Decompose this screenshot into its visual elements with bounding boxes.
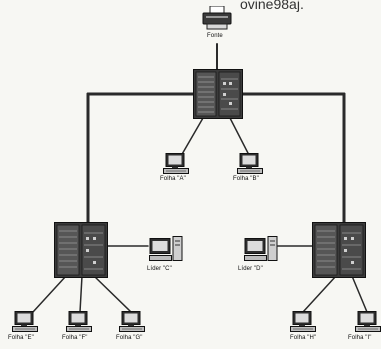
- leader-c-computer: [149, 236, 183, 262]
- rack-server-icon: [54, 222, 108, 278]
- leaf-b-computer: [237, 153, 263, 175]
- link-right-leaf-i: [352, 276, 367, 312]
- leaf-i-computer: [355, 311, 381, 333]
- leader-d-computer: [244, 236, 278, 262]
- computer-icon: [355, 311, 381, 333]
- source-node: [201, 6, 233, 30]
- leaf-g-computer: [119, 311, 145, 333]
- computer-icon: [290, 311, 316, 333]
- computer-tower-icon: [244, 236, 278, 262]
- hub-left: [54, 222, 108, 278]
- leader-d-label: Líder "D": [238, 266, 263, 273]
- printer-source-icon: [201, 6, 233, 30]
- link-left-leaf-e: [33, 276, 66, 312]
- link-left-leaf-f: [80, 276, 82, 312]
- hub-top: [193, 69, 243, 119]
- leaf-h-label: Folha "H": [290, 335, 316, 342]
- leaf-b-label: Folha "B": [233, 176, 259, 183]
- computer-icon: [237, 153, 263, 175]
- leaf-h-computer: [290, 311, 316, 333]
- leaf-a-computer: [163, 153, 189, 175]
- link-hub-leaf-b: [230, 118, 250, 157]
- leaf-e-computer: [12, 311, 38, 333]
- link-right-leaf-h: [303, 276, 336, 312]
- computer-icon: [66, 311, 92, 333]
- rack-server-icon: [193, 69, 243, 119]
- leaf-i-label: Folha "I": [348, 335, 372, 342]
- computer-tower-icon: [149, 236, 183, 262]
- leaf-f-label: Folha "F": [62, 335, 88, 342]
- leaf-g-label: Folha "G": [116, 335, 143, 342]
- hub-right: [312, 222, 366, 278]
- leaf-e-label: Folha "E": [8, 335, 34, 342]
- leader-c-label: Líder "C": [147, 266, 172, 273]
- leaf-a-label: Folha "A": [160, 176, 186, 183]
- source-label: Fonte: [207, 33, 223, 40]
- link-hub-leaf-a: [181, 118, 203, 156]
- computer-icon: [119, 311, 145, 333]
- computer-icon: [163, 153, 189, 175]
- link-left-leaf-g: [94, 276, 131, 312]
- computer-icon: [12, 311, 38, 333]
- rack-server-icon: [312, 222, 366, 278]
- leaf-f-computer: [66, 311, 92, 333]
